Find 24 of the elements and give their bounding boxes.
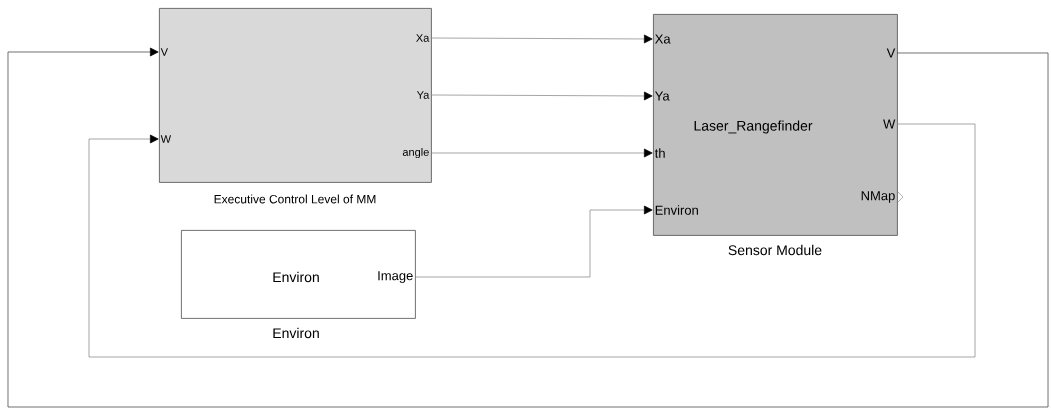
block-caption: Environ [273, 327, 319, 339]
port-label: NMap [861, 191, 895, 203]
port-label: Ya [416, 91, 430, 99]
block-caption: Executive Control Level of MM [214, 194, 376, 204]
port-label: Xa [416, 34, 430, 42]
signal-line [7, 47, 1049, 408]
port-label: Xa [655, 34, 671, 44]
signal-line [430, 91, 653, 101]
port-label: Environ [655, 205, 698, 215]
port-label: V [160, 48, 168, 56]
port-label: th [654, 148, 665, 158]
block-caption: Sensor Module [728, 244, 822, 256]
port-label: angle [402, 147, 429, 159]
port-label: W [160, 135, 172, 143]
block-name: Environ [273, 271, 319, 283]
signal-line [88, 123, 976, 358]
signal-line [430, 34, 653, 44]
port-label: V [886, 48, 896, 58]
port-label: Ya [655, 91, 670, 101]
signal-line [430, 148, 653, 158]
port-label: Image [378, 271, 413, 283]
port-label: W [883, 119, 896, 129]
signal-line [414, 205, 653, 278]
block-name: Laser_Rangefinder [694, 120, 813, 134]
